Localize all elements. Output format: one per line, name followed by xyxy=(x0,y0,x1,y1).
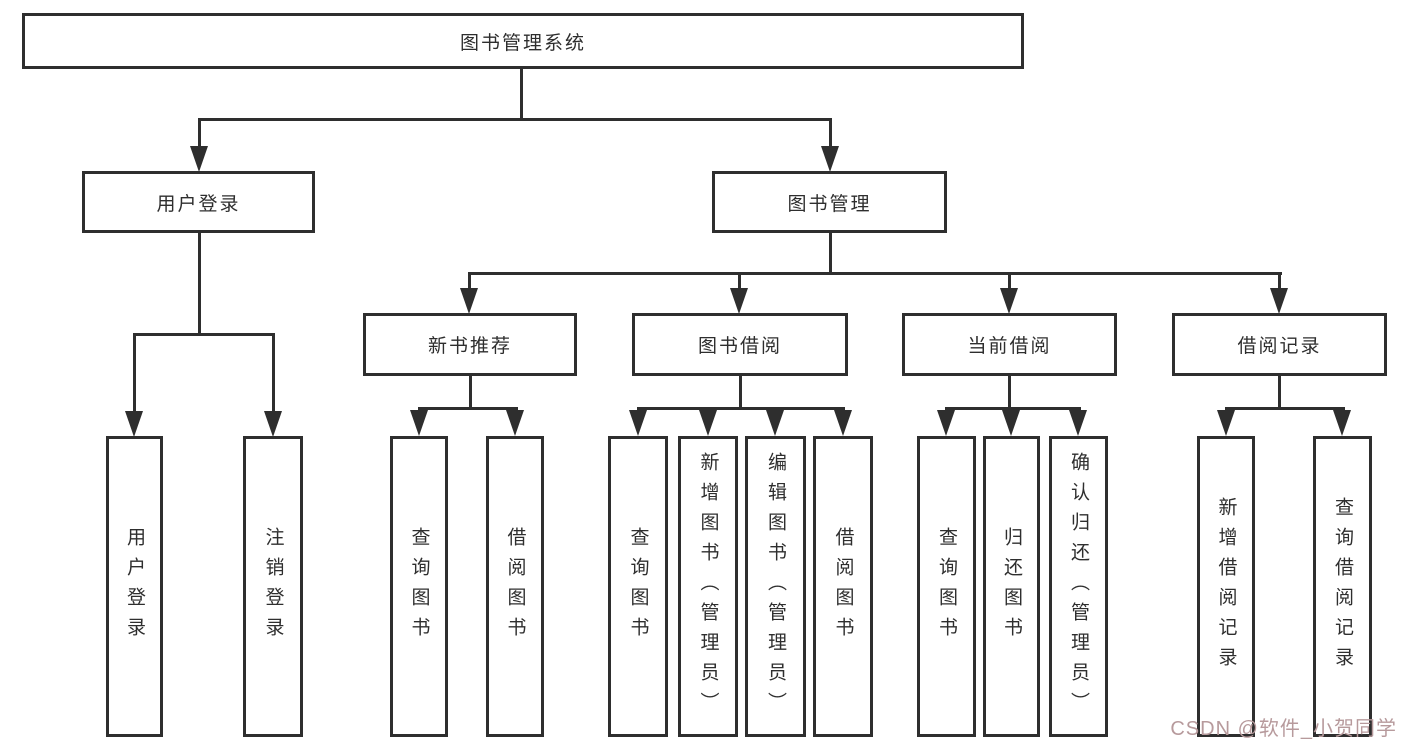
leaf-bb-query-book: 查询图书 xyxy=(608,436,668,737)
leaf-bb-add-book: 新增图书（管理员） xyxy=(678,436,738,737)
leaf-cb-confirm-return-label: 确认归还（管理员） xyxy=(1068,451,1089,722)
arrowhead-nbr-borrow-book xyxy=(506,410,524,436)
arrowhead-borrow-record xyxy=(1270,288,1288,314)
leaf-logout: 注销登录 xyxy=(243,436,303,737)
leaf-bb-query-book-label: 查询图书 xyxy=(627,526,649,647)
node-book-borrow-label: 图书借阅 xyxy=(697,336,782,357)
node-book-mgmt: 图书管理 xyxy=(712,171,947,233)
node-book-mgmt-label: 图书管理 xyxy=(787,193,872,215)
connector-book-mgmt-rail xyxy=(468,272,1282,275)
arrowhead-cb-return-book xyxy=(1002,410,1020,436)
node-user-login-label: 用户登录 xyxy=(156,193,241,215)
node-new-book-rec-label: 新书推荐 xyxy=(427,336,512,357)
node-root: 图书管理系统 xyxy=(22,13,1024,69)
node-current-borrow: 当前借阅 xyxy=(902,313,1117,376)
arrowhead-cb-confirm-return xyxy=(1069,410,1087,436)
node-borrow-record-label: 借阅记录 xyxy=(1237,336,1322,357)
connector-book-borrow-rail xyxy=(637,407,845,410)
leaf-cb-query-book: 查询图书 xyxy=(917,436,976,737)
arrowhead-nbr-query-book xyxy=(410,410,428,436)
leaf-user-login-label: 用户登录 xyxy=(124,526,145,647)
leaf-br-query-record: 查询借阅记录 xyxy=(1313,436,1372,737)
connector-user-login-stem xyxy=(198,233,201,335)
connector-drop-current-borrow xyxy=(1008,272,1011,290)
node-current-borrow-label: 当前借阅 xyxy=(967,336,1052,357)
leaf-br-add-record-label: 新增借阅记录 xyxy=(1215,496,1237,677)
leaf-bb-borrow-book-label: 借阅图书 xyxy=(832,526,854,647)
arrowhead-leaf-user-login xyxy=(125,411,143,437)
leaf-cb-return-book-label: 归还图书 xyxy=(1001,526,1022,647)
csdn-watermark: CSDN @软件_小贺同学 xyxy=(1170,718,1397,740)
arrowhead-br-query-record xyxy=(1333,410,1351,436)
arrowhead-bb-borrow-book xyxy=(834,410,852,436)
arrowhead-book-borrow xyxy=(730,288,748,314)
leaf-bb-edit-book: 编辑图书（管理员） xyxy=(745,436,806,737)
connector-book-borrow-stem xyxy=(739,376,742,410)
leaf-logout-label: 注销登录 xyxy=(262,526,284,647)
leaf-nbr-query-book-label: 查询图书 xyxy=(408,526,430,647)
connector-root-stem xyxy=(520,69,523,120)
arrowhead-user-login xyxy=(190,146,208,172)
leaf-bb-edit-book-label: 编辑图书（管理员） xyxy=(765,451,786,722)
connector-drop-new-book-rec xyxy=(468,272,471,290)
node-new-book-rec: 新书推荐 xyxy=(363,313,577,376)
leaf-nbr-borrow-book-label: 借阅图书 xyxy=(504,526,526,647)
connector-new-book-rec-rail xyxy=(418,407,518,410)
connector-borrow-record-stem xyxy=(1278,376,1281,410)
leaf-br-query-record-label: 查询借阅记录 xyxy=(1332,496,1353,677)
connector-book-mgmt-stem xyxy=(829,233,832,275)
arrowhead-br-add-record xyxy=(1217,410,1235,436)
arrowhead-bb-add-book xyxy=(699,410,717,436)
arrowhead-cb-query-book xyxy=(937,410,955,436)
leaf-cb-return-book: 归还图书 xyxy=(983,436,1040,737)
connector-drop-leaf-logout xyxy=(272,333,275,413)
connector-drop-borrow-record xyxy=(1278,272,1281,290)
leaf-user-login: 用户登录 xyxy=(106,436,163,737)
node-user-login: 用户登录 xyxy=(82,171,315,233)
node-root-label: 图书管理系统 xyxy=(459,32,586,54)
arrowhead-bb-edit-book xyxy=(766,410,784,436)
leaf-nbr-borrow-book: 借阅图书 xyxy=(486,436,544,737)
connector-user-login-rail xyxy=(133,333,275,336)
connector-current-borrow-stem xyxy=(1008,376,1011,410)
connector-root-rail xyxy=(198,118,832,121)
leaf-bb-add-book-label: 新增图书（管理员） xyxy=(697,451,719,722)
node-book-borrow: 图书借阅 xyxy=(632,313,848,376)
leaf-nbr-query-book: 查询图书 xyxy=(390,436,448,737)
leaf-bb-borrow-book: 借阅图书 xyxy=(813,436,873,737)
arrowhead-new-book-rec xyxy=(460,288,478,314)
connector-borrow-record-rail xyxy=(1225,407,1345,410)
connector-new-book-rec-stem xyxy=(469,376,472,410)
arrowhead-book-mgmt xyxy=(821,146,839,172)
connector-drop-book-borrow xyxy=(738,272,741,290)
connector-drop-book-mgmt xyxy=(829,118,832,150)
arrowhead-bb-query-book xyxy=(629,410,647,436)
leaf-cb-confirm-return: 确认归还（管理员） xyxy=(1049,436,1108,737)
connector-drop-leaf-user-login xyxy=(133,333,136,413)
leaf-cb-query-book-label: 查询图书 xyxy=(936,526,957,647)
leaf-br-add-record: 新增借阅记录 xyxy=(1197,436,1255,737)
node-borrow-record: 借阅记录 xyxy=(1172,313,1387,376)
arrowhead-current-borrow xyxy=(1000,288,1018,314)
arrowhead-leaf-logout xyxy=(264,411,282,437)
connector-drop-user-login xyxy=(198,118,201,150)
connector-current-borrow-rail xyxy=(945,407,1081,410)
